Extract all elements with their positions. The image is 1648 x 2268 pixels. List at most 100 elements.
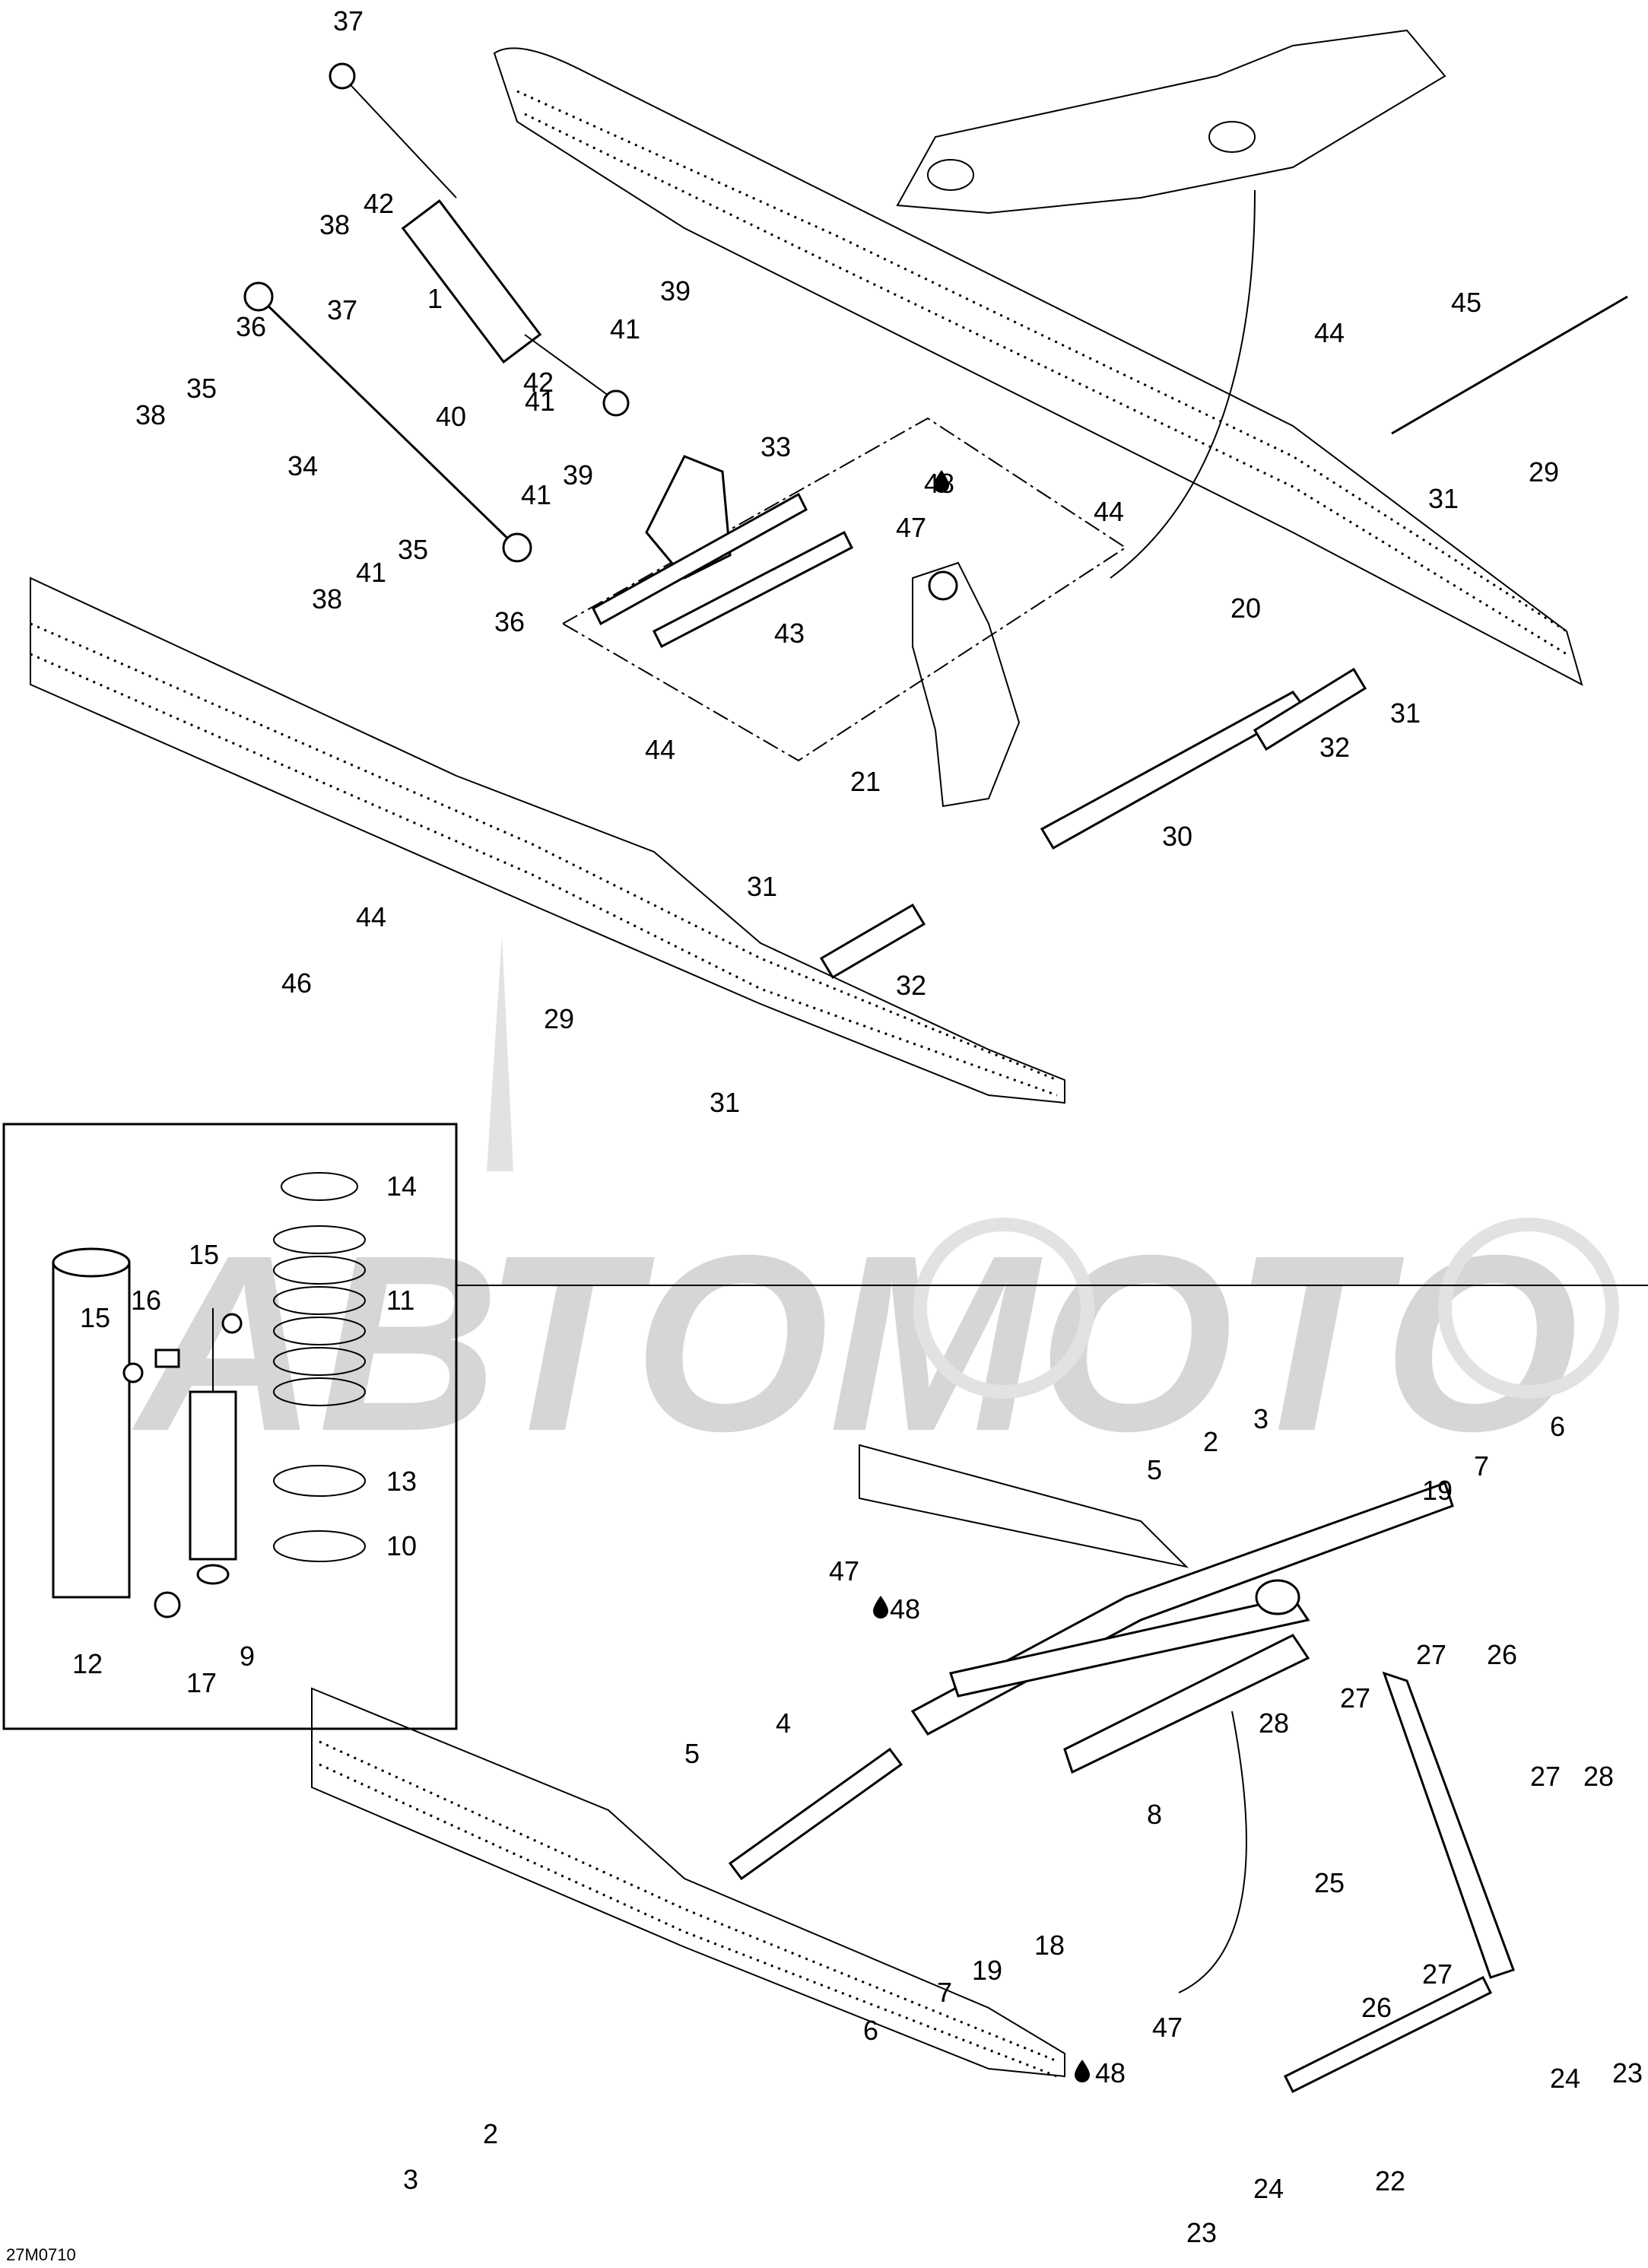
callout-44-left: 44: [356, 901, 386, 932]
callout-37-mid: 37: [327, 294, 357, 326]
sleeve-16: [154, 1348, 180, 1368]
callout-39-top: 39: [660, 275, 691, 307]
pivot-bracket-33: [592, 455, 854, 649]
callout-31-low: 31: [747, 871, 777, 902]
stopper-shock-1: [329, 62, 630, 417]
callout-41-top: 41: [610, 313, 640, 345]
callout-47-low: 47: [1152, 2012, 1183, 2043]
callout-8: 8: [1147, 1799, 1162, 1830]
callout-36-upper: 36: [236, 311, 266, 342]
callout-19-top: 19: [1422, 1475, 1453, 1506]
callout-9: 9: [240, 1641, 255, 1672]
bushing-17: [154, 1591, 181, 1618]
callout-6-top: 6: [1550, 1411, 1565, 1442]
callout-20: 20: [1230, 592, 1261, 624]
callout-24-right: 24: [1550, 2063, 1580, 2094]
callout-18: 18: [1034, 1930, 1065, 1961]
assembly-arrow: [1110, 189, 1256, 579]
callout-27-b: 27: [1340, 1682, 1370, 1714]
lower-rail-bottom: [311, 1444, 1189, 2078]
callout-28-a: 28: [1259, 1707, 1289, 1739]
callout-32-low: 32: [896, 970, 926, 1001]
callout-21: 21: [850, 766, 881, 797]
callout-38-top: 38: [319, 209, 350, 240]
callout-44-low: 44: [645, 734, 675, 765]
watermark-text: АВТОМОТО: [129, 1202, 1579, 1483]
callout-15-left: 15: [80, 1302, 110, 1333]
bushing-15a: [122, 1362, 144, 1383]
assembly-outline: [562, 417, 1127, 762]
callout-4: 4: [776, 1707, 791, 1739]
callout-22: 22: [1375, 2165, 1405, 2197]
callout-39-mid: 39: [563, 459, 593, 491]
callout-40: 40: [436, 401, 466, 432]
callout-31-bottom: 31: [710, 1087, 740, 1118]
callout-13: 13: [386, 1466, 417, 1497]
callout-41-low: 41: [521, 479, 551, 510]
callout-11: 11: [386, 1285, 414, 1316]
callout-23-bottom: 23: [1186, 2217, 1217, 2248]
callout-41-left: 41: [356, 557, 386, 588]
callout-6-bottom: 6: [863, 2015, 878, 2046]
callout-5-top: 5: [1147, 1454, 1162, 1485]
shaft-4: [728, 1747, 903, 1881]
shaft-22: [1283, 1975, 1493, 2094]
callout-43: 43: [774, 618, 805, 649]
callout-29-left: 29: [544, 1003, 574, 1034]
callout-31-mid: 31: [1390, 697, 1421, 729]
shock-body-9: [189, 1308, 237, 1585]
callout-labels: 37 42 38 37 1 36 35 38 39 41 42 41 40 34…: [72, 5, 1643, 2248]
callout-12: 12: [72, 1648, 103, 1679]
callout-47-bottom: 47: [829, 1555, 859, 1587]
rear-shock-absorber: [912, 561, 1021, 808]
shock-cover-12: [52, 1247, 131, 1599]
lubrication-arrow: [1178, 1711, 1247, 1993]
callout-44-right: 44: [1314, 317, 1345, 348]
diagram-code: 27M0710: [6, 2245, 76, 2264]
callout-7-bottom: 7: [937, 1977, 952, 2008]
callout-5-bottom: 5: [684, 1738, 700, 1769]
shock-detail-inset: [2, 1123, 458, 1730]
callout-28-b: 28: [1583, 1761, 1614, 1792]
callout-19-bottom: 19: [972, 1955, 1002, 1986]
callout-32-right: 32: [1319, 732, 1350, 763]
washer-10: [273, 1530, 366, 1562]
callout-48-bottom: 48: [890, 1593, 920, 1625]
callout-38-upper: 38: [135, 399, 166, 430]
callout-35-upper: 35: [186, 373, 217, 404]
callout-30: 30: [1162, 821, 1192, 852]
callout-26-bottom: 26: [1361, 1992, 1392, 2023]
callout-42-top: 42: [364, 188, 394, 219]
callout-14: 14: [386, 1171, 417, 1202]
callout-27-d: 27: [1422, 1958, 1453, 1990]
drop-icon: [873, 470, 1090, 2082]
upper-right-rail: [493, 47, 1583, 686]
callout-38-low: 38: [312, 583, 342, 615]
lower-left-rail-top: [30, 577, 1065, 1104]
callout-2-bottom: 2: [483, 2118, 498, 2149]
callout-27-c: 27: [1530, 1761, 1561, 1792]
callout-41-mid: 41: [525, 386, 555, 417]
cross-shafts: [819, 295, 1628, 980]
callout-15-upper: 15: [189, 1239, 219, 1270]
callout-17: 17: [186, 1667, 217, 1698]
callout-27-a: 27: [1416, 1639, 1446, 1670]
callout-10: 10: [386, 1530, 417, 1561]
callout-48-low: 48: [1095, 2057, 1126, 2089]
callout-42-mid: 42: [523, 367, 554, 398]
front-arm-8: [910, 1482, 1454, 1774]
callout-45: 45: [1451, 287, 1481, 318]
callout-35-low: 35: [398, 534, 428, 565]
callout-26-top: 26: [1487, 1639, 1517, 1670]
callout-46: 46: [281, 967, 312, 999]
callout-23-right: 23: [1612, 2057, 1643, 2089]
upper-rear-arm: [896, 29, 1446, 214]
callout-2-top: 2: [1203, 1426, 1218, 1457]
callout-31-right: 31: [1428, 483, 1459, 514]
watermark: АВТОМОТО: [129, 935, 1619, 1483]
link-arm-25: [1382, 1671, 1515, 1979]
callout-3-top: 3: [1253, 1403, 1269, 1434]
callout-16: 16: [131, 1285, 161, 1316]
bushing-15b: [221, 1313, 243, 1334]
